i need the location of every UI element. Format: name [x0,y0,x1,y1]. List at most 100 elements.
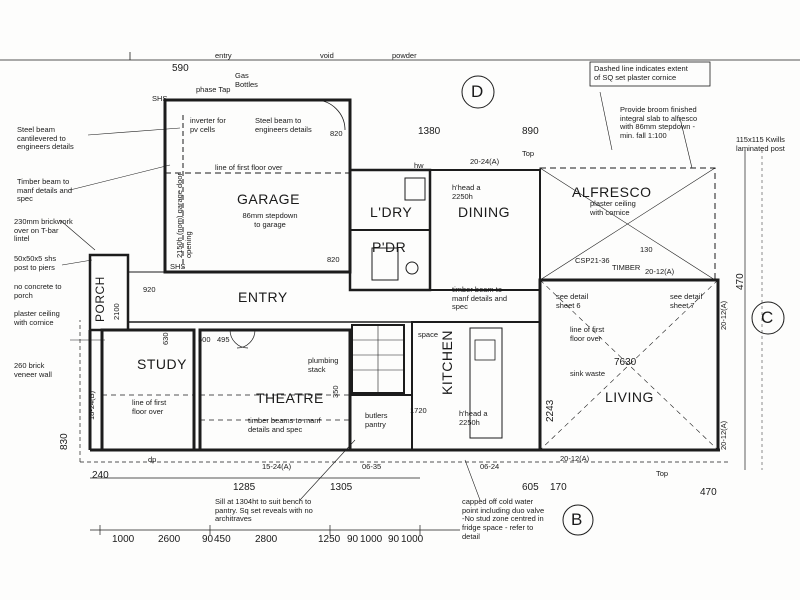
beam-20-12a-bottom: 20-12(A) [560,454,590,463]
dim-590: 590 [172,63,189,74]
beam-06-35: 06-35 [362,462,382,471]
beam-20-24a: 20-24(A) [470,157,500,166]
dim-240: 240 [92,470,109,481]
note-line-first-floor-living: line of first floor over [570,325,605,343]
dim-bottom-10: 1000 [401,534,424,545]
dim-1285: 1285 [233,482,256,493]
note-timber: TIMBER [612,263,641,272]
room-label-dining: DINING [458,204,510,220]
room-label-powder: P'DR [372,239,407,255]
note-capped-off: capped off cold water point including du… [462,497,545,541]
beam-dp-label: dp [148,455,157,464]
note-dashed-line: Dashed line indicates extent of SQ set p… [594,64,688,82]
dim-470-right: 470 [735,273,746,290]
dim-470-bottom: 470 [700,487,717,498]
note-hhead-kitchen: h'head a 2250h [459,409,488,427]
dim-7630: 7630 [614,357,637,368]
dim-130: 130 [640,245,653,254]
note-timber-beam: Timber beam to manf details and spec [17,177,73,204]
dim-bottom-2: 2600 [158,534,181,545]
dim-bottom-4: 450 [214,534,231,545]
note-plumbing-stack: plumbing stack [308,356,339,374]
dim-bottom-7: 90 [347,534,359,545]
top-label-void: void [320,51,334,60]
beam-top-label-2: Top [656,469,669,478]
room-label-alfresco: ALFRESCO [572,184,652,200]
note-kwills-post: 115x115 Kwills laminated post [736,135,785,153]
dim-1380: 1380 [418,126,441,137]
dim-bottom-9: 90 [388,534,400,545]
section-marker-c: C [761,308,774,327]
dim-500: 500 [198,335,211,344]
note-see-detail-7: see detail sheet 7 [670,292,703,310]
dim-630: 630 [161,332,170,345]
dim-495: 495 [217,335,230,344]
dim-890: 890 [522,126,539,137]
note-door-opening: 2150h (nom) garage door opening [175,172,193,258]
note-steel-beam: Steel beam cantilevered to engineers det… [17,125,74,152]
room-label-laundry: L'DRY [370,204,413,220]
dim-bottom-8: 1000 [360,534,383,545]
room-label-study: STUDY [137,356,187,372]
top-label-entry: entry [215,51,232,60]
note-timber-beam-dining: timber beam to manf details and spec [452,285,508,312]
room-label-living: LIVING [605,389,654,405]
section-marker-b: B [571,510,583,529]
dim-bottom-3: 90 [202,534,214,545]
beam-top-label: Top [522,149,535,158]
note-alfresco-ceiling: plaster ceiling with cornice [590,199,636,217]
note-phase-tap: phase Tap [196,85,231,94]
room-label-entry: ENTRY [238,289,288,305]
note-sill: Sill at 1304ht to suit bench to pantry. … [215,497,313,524]
dim-1305: 1305 [330,482,353,493]
note-hhead-dining: h'head a 2250h [452,183,481,201]
dim-2243: 2243 [545,399,556,422]
note-garage-stepdown: 86mm stepdown to garage [242,211,298,229]
dim-605: 605 [522,482,539,493]
dim-920: 920 [143,285,156,294]
note-sink-waste: sink waste [570,369,606,378]
note-space: space [418,330,439,339]
dim-2100: 2100 [112,303,121,320]
beam-20-12a-right-1: 20-12(A) [719,300,728,330]
dim-350: 350 [331,385,340,398]
beam-shs-label-2: SHS [152,94,168,103]
room-label-theatre: THEATRE [256,390,324,406]
dim-170: 170 [550,482,567,493]
note-no-concrete: no concrete to porch [14,282,62,300]
room-label-garage: GARAGE [237,191,300,207]
section-marker-d: D [471,82,484,101]
note-brickwork: 230mm brickwork over on T-bar lintel [14,217,73,244]
room-label-porch: PORCH [93,276,107,322]
dim-1720: 1720 [410,406,427,415]
note-shs-post: 50x50x5 shs post to piers [14,254,57,272]
dim-bottom-1: 1000 [112,534,135,545]
beam-15-24a: 15-24(A) [262,462,292,471]
note-broom-finished: Provide broom finished integral slab to … [620,105,698,140]
note-steel-beam-garage: Steel beam to engineers details [255,116,312,134]
note-timber-beams-theatre: timber beams to manf details and spec [248,416,321,434]
note-plaster-ceiling: plaster ceiling with cornice [14,309,60,327]
beam-06-24: 06-24 [480,462,500,471]
note-line-first-floor-garage: line of first floor over [215,163,283,172]
beam-18-24b: 18-24(B) [87,390,96,420]
note-line-first-floor-study: line of first floor over [132,398,167,416]
room-label-kitchen: KITCHEN [439,330,455,395]
dim-820-bottom: 820 [327,255,340,264]
note-inverter: inverter for pv cells [190,116,226,134]
top-label-powder: powder [392,51,417,60]
beam-shs-label: SHS [170,262,186,271]
dim-bottom-6: 1250 [318,534,341,545]
note-see-detail-6: see detail sheet 6 [556,292,589,310]
note-gas-bottles: Gas Bottles [235,71,258,89]
room-label-pantry: butlers pantry [365,411,388,429]
dim-830: 830 [59,433,70,450]
beam-hw-label: hw [414,161,424,170]
note-brick-veneer: 260 brick veneer wall [14,361,52,379]
note-csp: CSP21-36 [575,256,610,265]
beam-20-12a-top: 20-12(A) [645,267,675,276]
dim-bottom-5: 2800 [255,534,278,545]
beam-20-12a-right-2: 20-12(A) [719,420,728,450]
